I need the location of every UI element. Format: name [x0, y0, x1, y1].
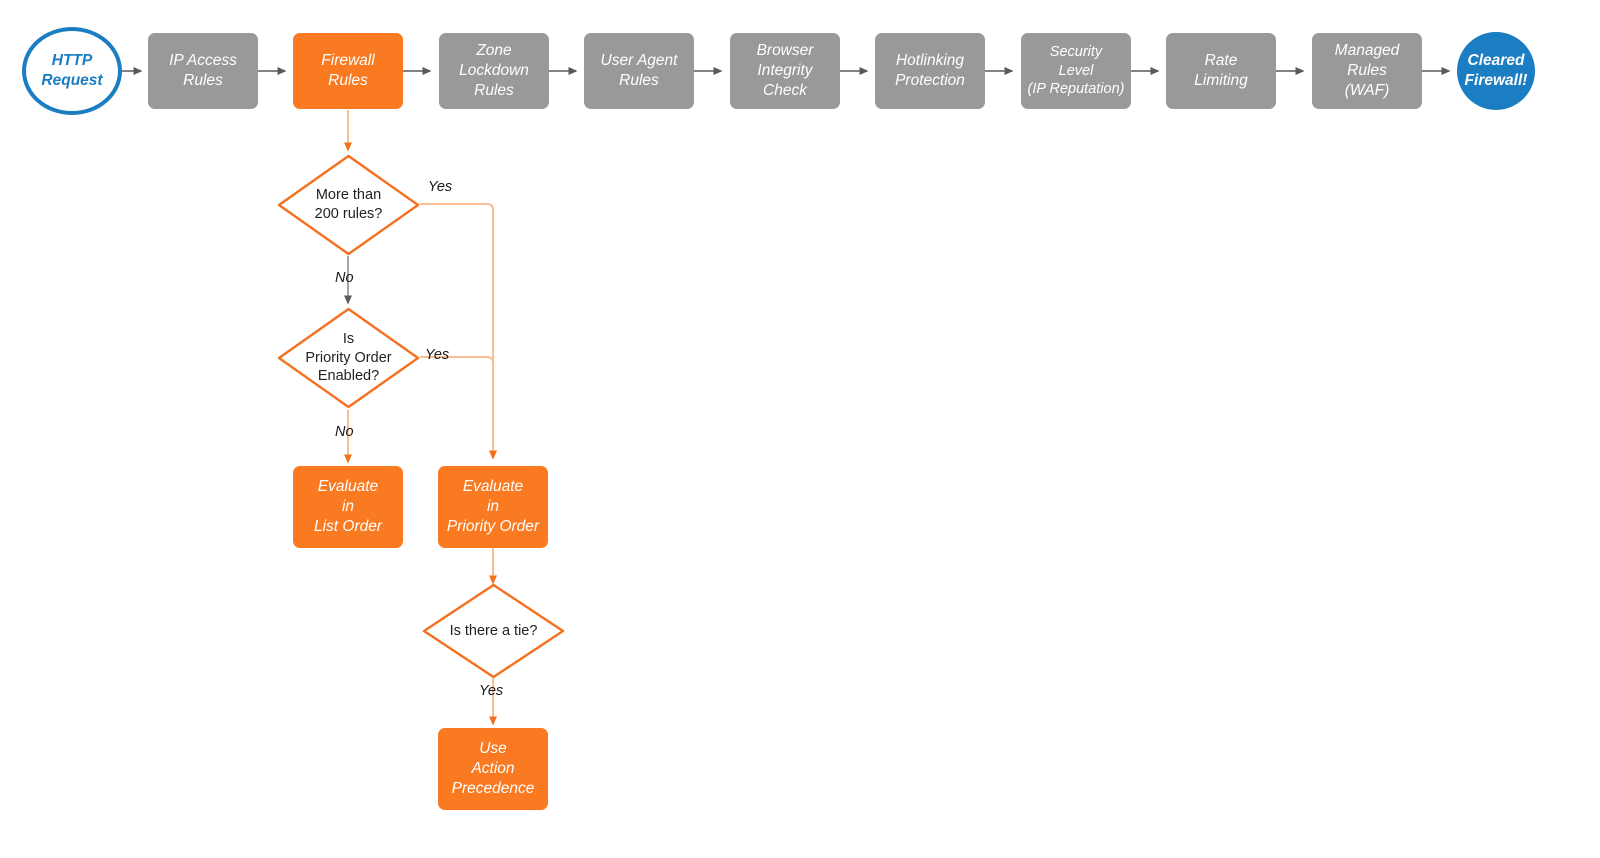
node-label: Rate Limiting — [1194, 52, 1248, 89]
edge-label-tie-yes: Yes — [479, 683, 504, 699]
node-evaluate-in-priority-order[interactable]: Evaluate in Priority Order — [438, 466, 548, 548]
edge-label-priority-no: No — [335, 424, 354, 440]
node-label: Evaluate in List Order — [313, 478, 383, 535]
node-label: IP Access Rules — [169, 52, 237, 89]
node-browser-integrity-check[interactable]: Browser Integrity Check — [730, 33, 840, 109]
node-rate-limiting[interactable]: Rate Limiting — [1166, 33, 1276, 109]
decision-is-priority-order-enabled[interactable]: Is Priority Order Enabled? — [277, 307, 420, 409]
start-node-http-request[interactable]: HTTP Request — [22, 27, 122, 115]
decision-more-than-200-rules[interactable]: More than 200 rules? — [277, 154, 420, 256]
edge-priority-yes — [420, 356, 497, 460]
node-use-action-precedence[interactable]: Use Action Precedence — [438, 728, 548, 810]
node-managed-rules-waf[interactable]: Managed Rules (WAF) — [1312, 33, 1422, 109]
node-label: Evaluate in Priority Order — [446, 478, 540, 535]
node-label: Hotlinking Protection — [895, 52, 965, 89]
node-evaluate-in-list-order[interactable]: Evaluate in List Order — [293, 466, 403, 548]
decision-is-there-a-tie[interactable]: Is there a tie? — [422, 583, 565, 679]
edge-label-priority-yes: Yes — [425, 347, 450, 363]
node-user-agent-rules[interactable]: User Agent Rules — [584, 33, 694, 109]
node-firewall-rules[interactable]: Firewall Rules — [293, 33, 403, 109]
node-label: Firewall Rules — [321, 52, 375, 89]
node-label: User Agent Rules — [600, 52, 678, 89]
node-label: Use Action Precedence — [451, 740, 535, 797]
node-label: Managed Rules (WAF) — [1334, 42, 1400, 99]
edge-label-rulecount-yes: Yes — [428, 179, 453, 195]
edge-label-rulecount-no: No — [335, 270, 354, 286]
edge-rulecount-yes — [420, 203, 497, 460]
node-label: Zone Lockdown Rules — [459, 42, 529, 99]
node-label: Browser Integrity Check — [756, 42, 814, 99]
node-ip-access-rules[interactable]: IP Access Rules — [148, 33, 258, 109]
node-label: Security Level (IP Reputation) — [1027, 44, 1125, 98]
end-node-label: Cleared Firewall! — [1464, 52, 1528, 89]
end-node-cleared-firewall[interactable]: Cleared Firewall! — [1457, 32, 1535, 110]
node-security-level[interactable]: Security Level (IP Reputation) — [1021, 33, 1131, 109]
node-zone-lockdown-rules[interactable]: Zone Lockdown Rules — [439, 33, 549, 109]
node-hotlinking-protection[interactable]: Hotlinking Protection — [875, 33, 985, 109]
start-node-label: HTTP Request — [41, 52, 103, 89]
